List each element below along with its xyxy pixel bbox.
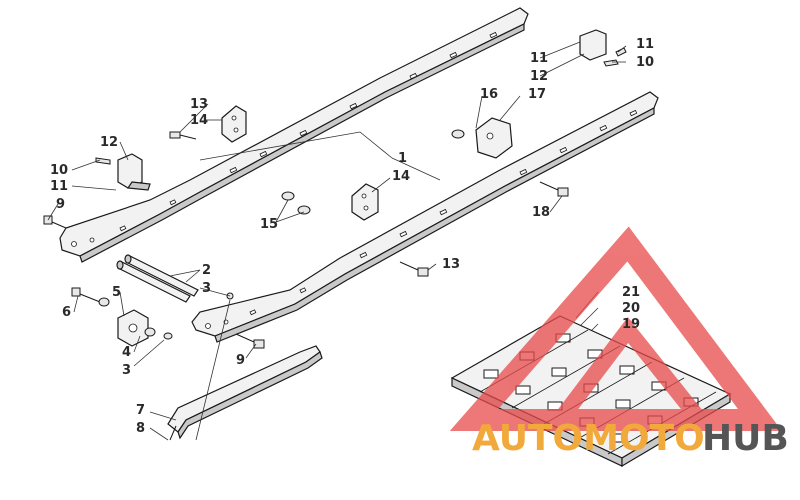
callout-9b: 9: [236, 353, 245, 368]
callout-15: 15: [260, 217, 278, 232]
callout-2: 2: [202, 263, 211, 278]
watermark-triangle: [449, 226, 782, 431]
watermark-text-hub: HUB: [702, 418, 789, 459]
callout-18: 18: [532, 205, 550, 220]
callout-10b: 10: [636, 55, 654, 70]
callout-11a: 11: [50, 179, 68, 194]
callout-16: 16: [480, 87, 498, 102]
watermark-logo: [449, 226, 782, 431]
watermark-text-automoto: AUTOMOTO: [472, 418, 705, 459]
callout-10a: 10: [50, 163, 68, 178]
callout-12b: 12: [530, 69, 548, 84]
callout-8: 8: [136, 421, 145, 436]
slide-rail-lower: [191, 91, 659, 343]
callout-5: 5: [112, 285, 121, 300]
callout-3b: 3: [122, 363, 131, 378]
callout-11c: 11: [636, 37, 654, 52]
shock-bracket-right: [351, 183, 379, 221]
callout-6: 6: [62, 305, 71, 320]
shock-block: [475, 117, 513, 159]
callout-20: 20: [622, 301, 640, 316]
callout-7: 7: [136, 403, 145, 418]
callout-12a: 12: [100, 135, 118, 150]
callout-labels: 1 2 3 3 4 5 6 7 8 9 9 10 10 11 11 11 12 …: [50, 37, 654, 436]
callout-11b: 11: [530, 51, 548, 66]
idler-wheel: [117, 309, 149, 347]
callout-19: 19: [622, 317, 640, 332]
callout-1: 1: [398, 151, 407, 166]
stop-block-right: [579, 29, 607, 61]
callout-4: 4: [122, 345, 131, 360]
callout-3a: 3: [202, 281, 211, 296]
slide-rail-upper: [59, 7, 529, 263]
callout-17: 17: [528, 87, 546, 102]
callout-13b: 13: [442, 257, 460, 272]
callout-14b: 14: [392, 169, 410, 184]
callout-14a: 14: [190, 113, 208, 128]
callout-9a: 9: [56, 197, 65, 212]
shock-bracket-left: [221, 105, 247, 143]
callout-21: 21: [622, 285, 640, 300]
callout-13a: 13: [190, 97, 208, 112]
cross-shafts: [116, 254, 199, 303]
stop-block-left: [117, 153, 151, 191]
wear-strip: [167, 345, 323, 440]
